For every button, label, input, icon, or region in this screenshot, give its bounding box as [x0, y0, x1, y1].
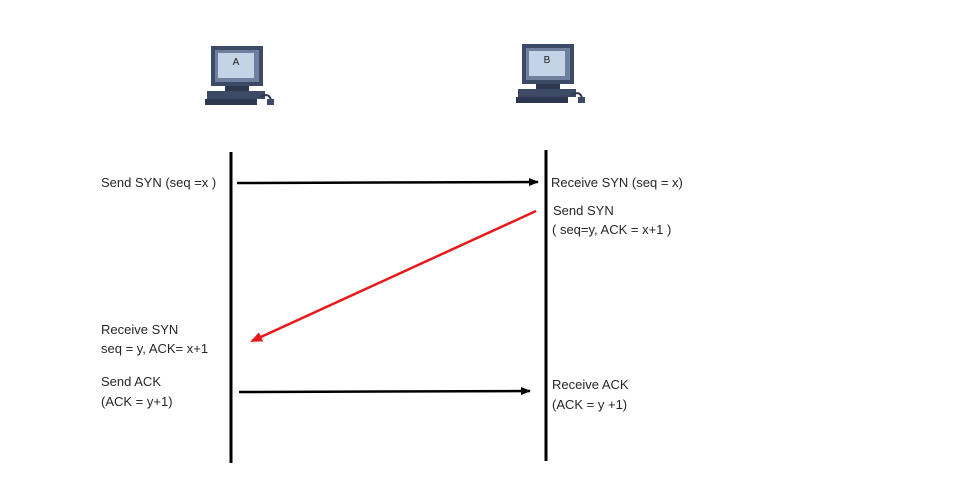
- label-a-receive-syn: Receive SYN: [101, 322, 179, 337]
- host-b-label: B: [543, 55, 551, 66]
- label-b-receive-ack: Receive ACK: [552, 377, 629, 392]
- computer-a-icon: A: [205, 44, 275, 108]
- label-b-receive-ack-params: (ACK = y +1): [552, 397, 628, 412]
- host-a-label: A: [232, 57, 240, 68]
- syn-ack-arrow: [250, 209, 537, 343]
- label-a-send-ack: Send ACK: [101, 374, 161, 389]
- label-a-send-ack-params: (ACK = y+1): [101, 394, 173, 409]
- label-b-receive-syn: Receive SYN (seq = x): [551, 175, 683, 190]
- computer-b-icon: B: [516, 42, 586, 106]
- label-b-send-syn-params: ( seq=y, ACK = x+1 ): [552, 222, 672, 237]
- label-b-send-syn: Send SYN: [553, 203, 614, 218]
- label-a-send-syn: Send SYN (seq =x ): [101, 175, 217, 190]
- syn-arrow: [236, 178, 539, 187]
- ack-arrow: [238, 387, 531, 396]
- label-a-receive-syn-params: seq = y, ACK= x+1: [101, 341, 209, 356]
